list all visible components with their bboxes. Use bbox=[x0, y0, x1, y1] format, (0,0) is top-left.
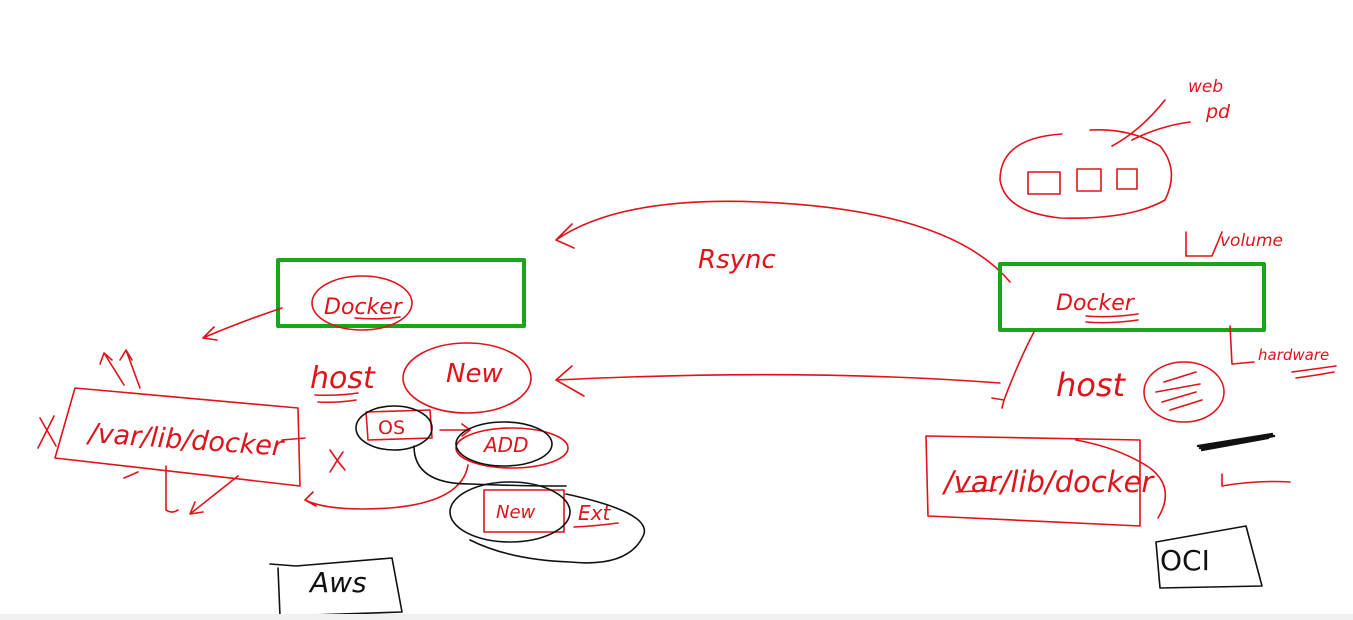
right-docker-box bbox=[998, 262, 1266, 332]
right-path-label: /var/lib/docker bbox=[941, 465, 1155, 499]
oci-box bbox=[1155, 525, 1263, 589]
rsync-label: Rsync bbox=[698, 245, 776, 275]
web-label: web bbox=[1188, 77, 1223, 97]
hardware-label: hardware bbox=[1258, 346, 1329, 364]
left-host-label: host bbox=[310, 361, 376, 396]
pd-label: pd bbox=[1205, 101, 1231, 123]
left-new-bottom-label: New bbox=[496, 502, 536, 523]
left-docker-arrow bbox=[202, 307, 283, 341]
left-docker-label: Docker bbox=[324, 295, 404, 320]
aws-box bbox=[269, 557, 403, 617]
left-docker-box bbox=[276, 258, 526, 328]
left-path-box bbox=[54, 387, 301, 487]
left-new-top-label: New bbox=[446, 359, 503, 389]
os-label: OS bbox=[378, 417, 405, 439]
rsync-arrow bbox=[555, 200, 1011, 283]
right-docker-label: Docker bbox=[1056, 291, 1136, 316]
containers-cloud bbox=[999, 129, 1173, 219]
left-new-circle bbox=[402, 342, 532, 414]
ext-label: Ext bbox=[578, 501, 611, 525]
left-path-label: /var/lib/docker bbox=[86, 418, 286, 463]
canvas-bottom-strip bbox=[0, 614, 1353, 620]
right-host-label: host bbox=[1056, 366, 1127, 404]
aws-label: Aws bbox=[308, 566, 367, 599]
add-label: ADD bbox=[482, 433, 528, 457]
host-sync-arrow bbox=[555, 365, 1001, 397]
right-path-box bbox=[925, 435, 1141, 527]
volume-label: volume bbox=[1220, 231, 1283, 251]
left-docker-circle bbox=[311, 275, 413, 331]
oci-label: OCI bbox=[1160, 544, 1210, 577]
